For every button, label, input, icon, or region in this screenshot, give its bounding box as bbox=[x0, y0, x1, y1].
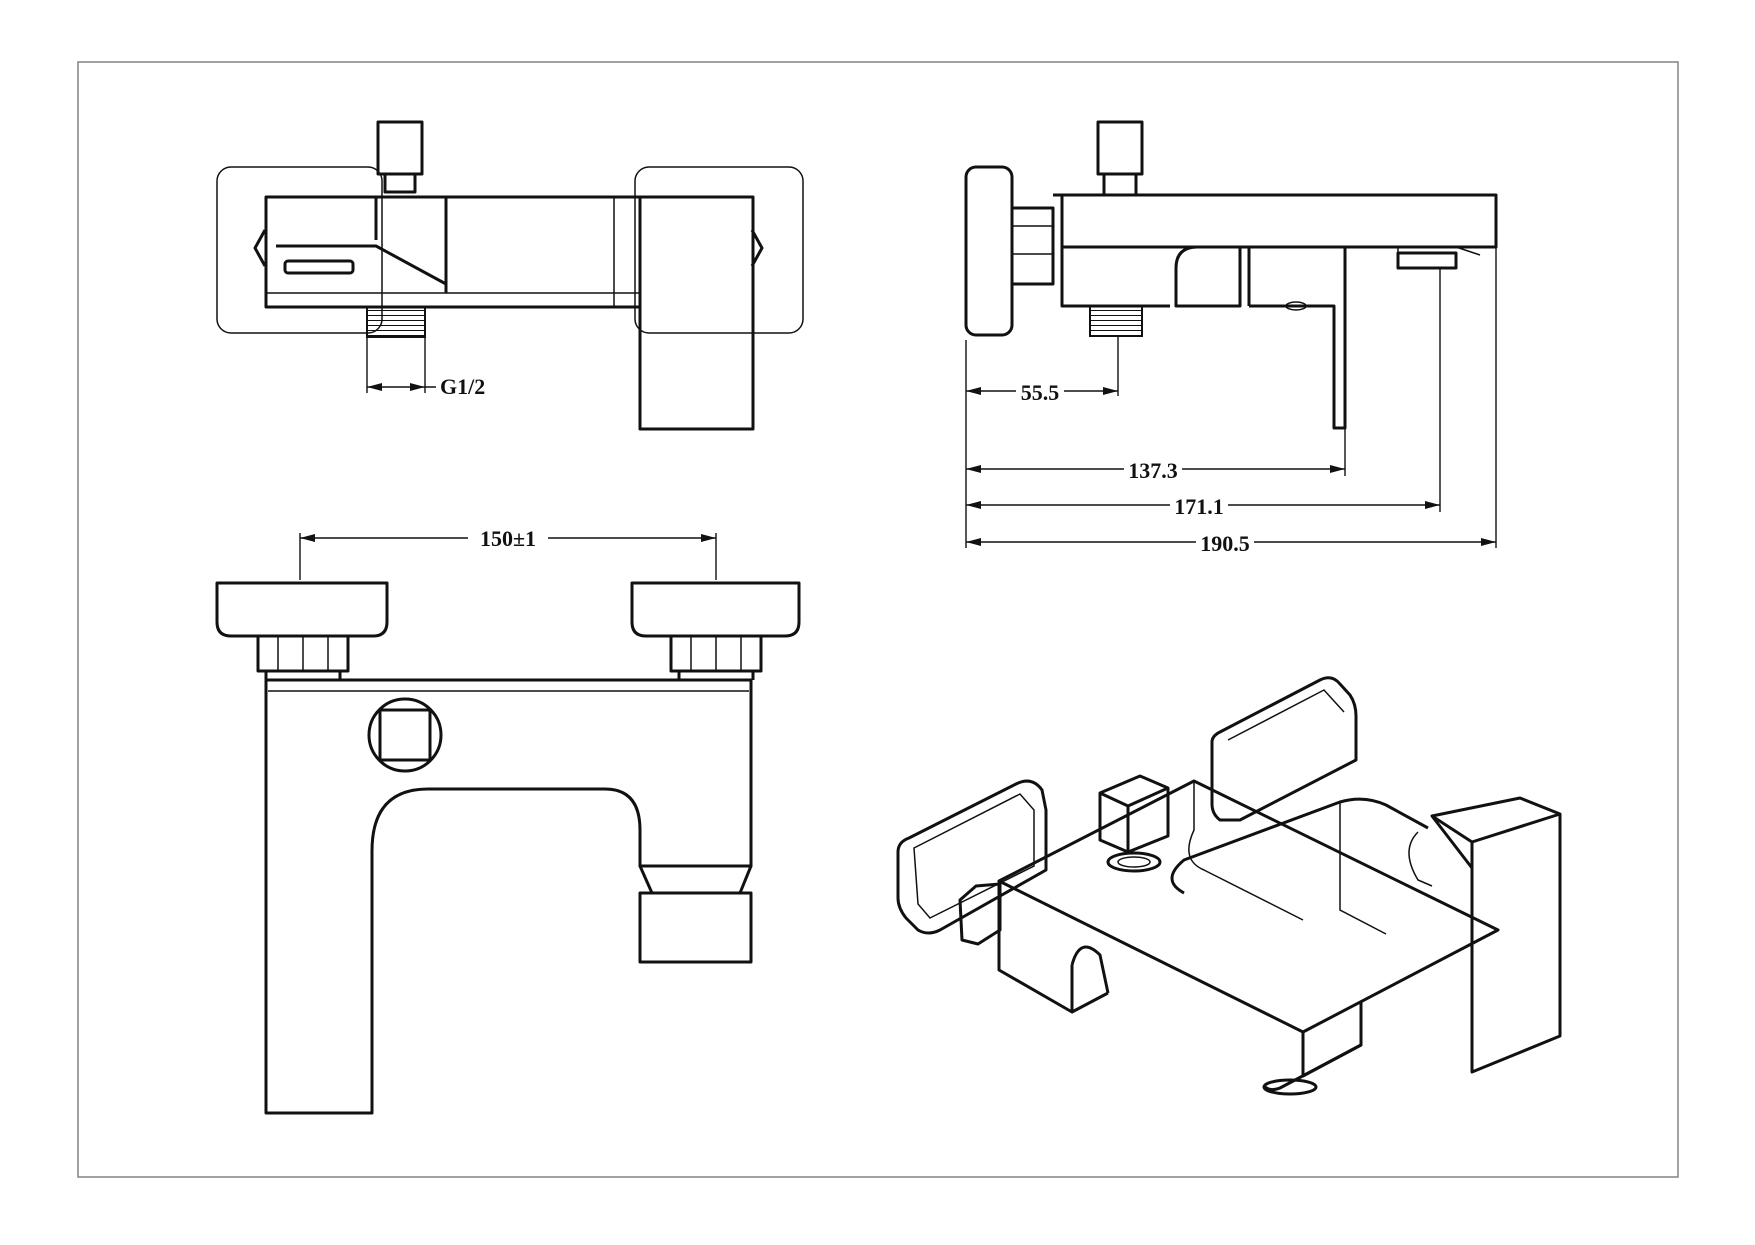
front-right-flange bbox=[630, 581, 801, 638]
thread-size-label: G1/2 bbox=[440, 374, 485, 399]
dim-171-1: 171.1 bbox=[1174, 494, 1224, 519]
top-view: G1/2 bbox=[216, 120, 804, 431]
mixer-body-top bbox=[264, 195, 642, 309]
iso-body-top bbox=[997, 779, 1500, 1034]
sheet-border bbox=[77, 61, 1679, 1178]
side-cutout bbox=[1174, 245, 1242, 308]
front-left-flange bbox=[215, 581, 389, 638]
side-flange bbox=[964, 165, 1014, 337]
left-nut-hint bbox=[253, 229, 267, 267]
side-view: 55.5 137.3 171.1 190.5 bbox=[964, 120, 1498, 556]
iso-outlet bbox=[1262, 1078, 1318, 1096]
dim-150-1: 150±1 bbox=[480, 526, 536, 551]
side-nut bbox=[1012, 206, 1055, 286]
dim-55-5: 55.5 bbox=[1021, 380, 1060, 405]
dim-190-5: 190.5 bbox=[1200, 531, 1250, 556]
iso-spout-opening bbox=[1070, 945, 1110, 994]
side-outlet bbox=[1396, 251, 1458, 270]
diverter-knob bbox=[376, 120, 424, 176]
front-body bbox=[264, 678, 753, 1115]
iso-top-cutout bbox=[1170, 797, 1429, 895]
iso-front-flange bbox=[896, 779, 1048, 935]
side-diverter-knob bbox=[1096, 120, 1144, 176]
right-nut-hint bbox=[750, 229, 764, 267]
front-diverter-knob bbox=[367, 697, 443, 773]
side-lever bbox=[1249, 247, 1347, 430]
dim-137-3: 137.3 bbox=[1128, 458, 1178, 483]
front-spout bbox=[638, 864, 753, 895]
iso-back-flange bbox=[1210, 676, 1358, 822]
front-view: 150±1 bbox=[215, 524, 801, 1115]
side-body bbox=[1060, 193, 1498, 249]
lever-handle-top bbox=[638, 195, 755, 431]
iso-lever-handle bbox=[1430, 796, 1562, 1074]
isometric-view bbox=[896, 676, 1562, 1096]
spout-outlet bbox=[276, 244, 447, 286]
inlet-thread bbox=[366, 306, 426, 338]
front-spout-tip bbox=[638, 891, 753, 964]
side-inlet-thread bbox=[1089, 305, 1143, 337]
iso-front-nut bbox=[958, 882, 1002, 946]
right-flange-outline bbox=[634, 166, 804, 334]
iso-diverter-knob bbox=[1098, 774, 1170, 854]
